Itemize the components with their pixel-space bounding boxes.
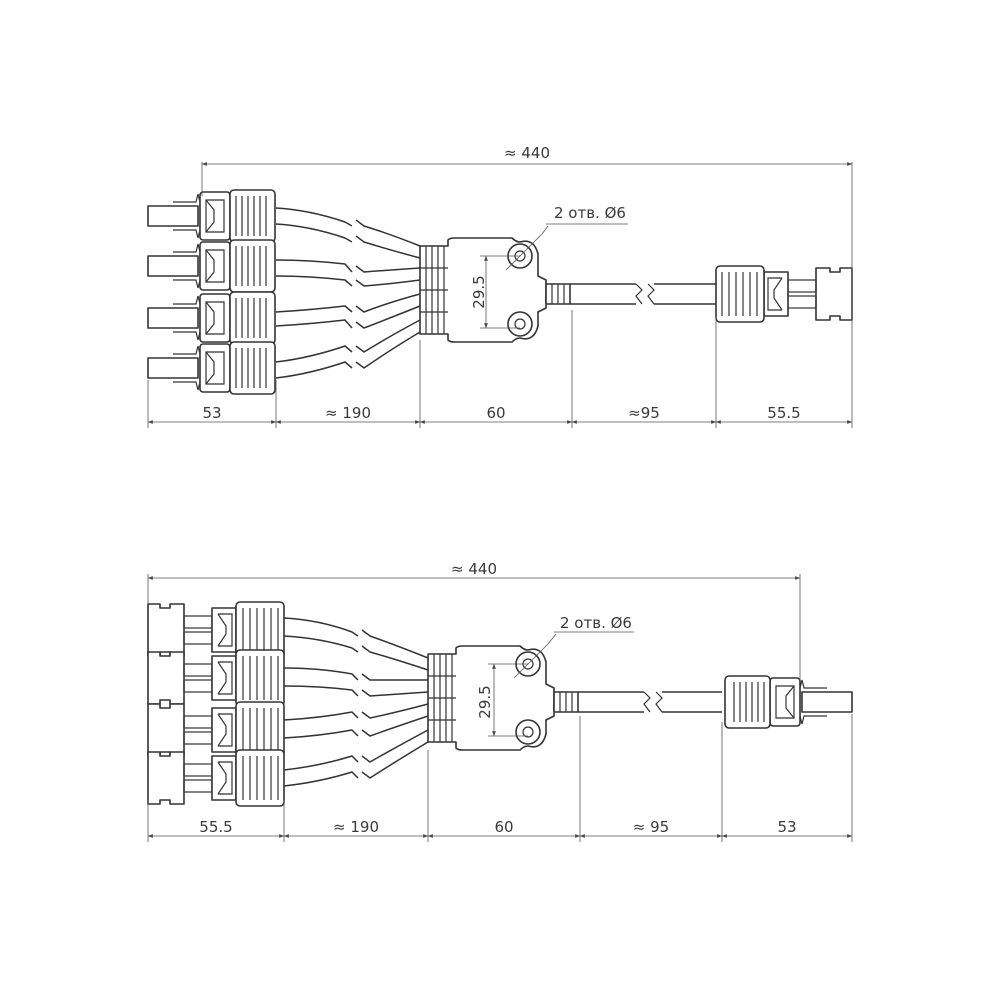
segment-label: 53	[777, 818, 796, 836]
hole-spacing-label: 29.5	[470, 275, 488, 308]
hole-spacing-dim: 29.5	[476, 663, 528, 737]
segment-label: 60	[486, 404, 505, 422]
branch-connectors	[147, 189, 276, 395]
overall-length-label: ≈ 440	[504, 144, 550, 162]
branch-hub	[419, 237, 571, 343]
connector-1	[147, 189, 276, 243]
output-connector	[715, 265, 853, 323]
branch-wires	[283, 617, 429, 787]
segment-dimensions: 53 ≈ 190 60 ≈95 55.5	[147, 310, 852, 428]
hole-label: 2 отв. Ø6	[560, 614, 632, 632]
segment-label: ≈95	[628, 404, 660, 422]
hole-label: 2 отв. Ø6	[554, 204, 626, 222]
segment-label: 53	[202, 404, 221, 422]
diagram-bottom: 2 отв. Ø6 29.5 ≈ 440 55.5	[147, 560, 853, 842]
connector-4	[147, 749, 285, 807]
segment-label: ≈ 190	[325, 404, 371, 422]
diagram-top: 2 отв. Ø6 29.5 ≈ 440 53 ≈ 190	[147, 144, 853, 428]
output-connector	[724, 675, 853, 729]
branch-wires	[275, 207, 421, 379]
main-wire	[570, 283, 716, 305]
segment-label: ≈ 95	[633, 818, 669, 836]
connector-3	[147, 291, 276, 345]
main-wire	[578, 691, 722, 713]
hole-callout: 2 отв. Ø6	[513, 614, 634, 679]
connector-2	[147, 649, 285, 707]
segment-dimensions: 55.5 ≈ 190 60 ≈ 95 53	[147, 714, 853, 842]
overall-dimension: ≈ 440	[201, 144, 853, 428]
segment-label: ≈ 190	[333, 818, 379, 836]
overall-length-label: ≈ 440	[451, 560, 497, 578]
branch-hub	[427, 645, 579, 751]
connector-4	[147, 341, 276, 395]
branch-connectors	[147, 601, 285, 807]
connector-2	[147, 239, 276, 293]
segment-label: 55.5	[767, 404, 800, 422]
hole-spacing-label: 29.5	[476, 685, 494, 718]
segment-label: 55.5	[199, 818, 232, 836]
hole-callout: 2 отв. Ø6	[505, 204, 628, 271]
hole-spacing-dim: 29.5	[470, 255, 520, 329]
overall-dimension: ≈ 440	[147, 560, 801, 680]
segment-label: 60	[494, 818, 513, 836]
